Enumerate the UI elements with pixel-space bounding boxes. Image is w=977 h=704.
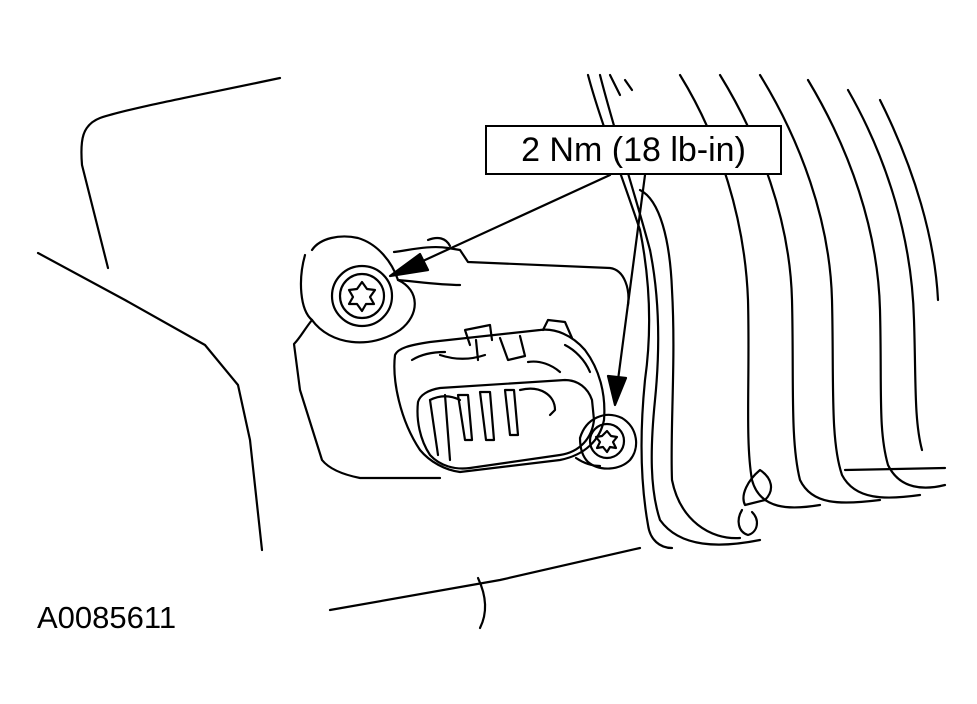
housing-outline <box>36 76 642 630</box>
air-duct <box>586 73 947 550</box>
torx-bolt-icon <box>330 264 394 328</box>
torque-callout-label: 2 Nm (18 lb-in) <box>485 125 782 175</box>
torx-bolt-icon <box>578 413 638 470</box>
figure-id-label: A0085611 <box>37 600 177 635</box>
callout-arrow-icon <box>388 173 647 407</box>
electrical-connector <box>393 318 606 474</box>
sensor-body <box>292 235 630 480</box>
